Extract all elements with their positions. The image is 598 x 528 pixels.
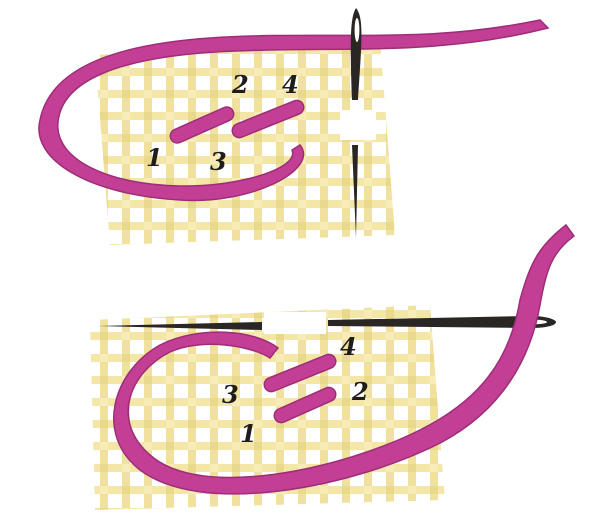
top-label-3: 3 [210,147,227,176]
bottom-label-2: 2 [351,377,369,406]
top-label-4: 4 [282,70,299,99]
bottom-label-4: 4 [340,332,357,361]
bottom-label-3: 3 [222,380,239,409]
bottom-label-1: 1 [240,419,257,448]
bottom-panel: 4 3 2 1 [80,225,574,515]
top-panel: 2 4 1 3 [39,8,548,250]
top-label-2: 2 [231,70,249,99]
top-label-1: 1 [146,143,163,172]
